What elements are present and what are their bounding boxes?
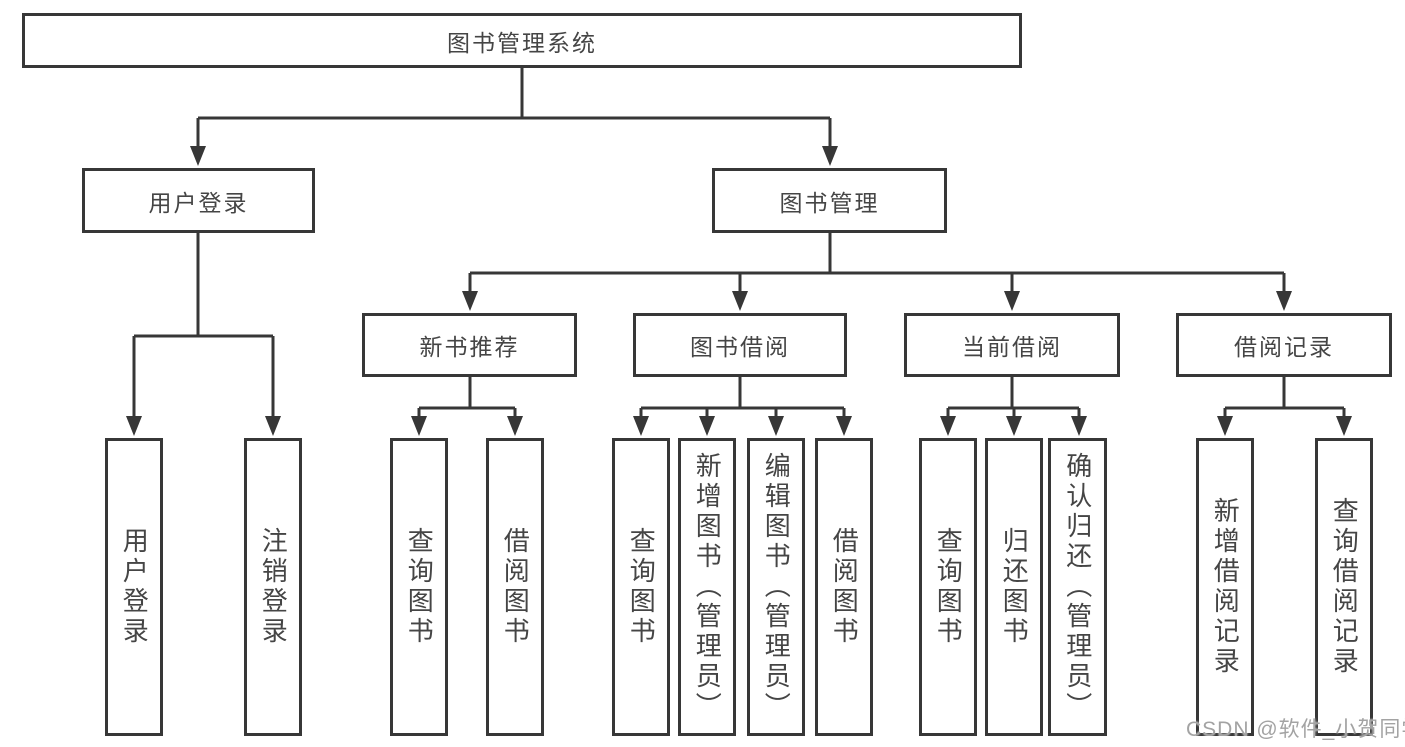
node-book-borrow: 图书借阅	[633, 313, 847, 377]
leaf-query-borrow-record: 查询借阅记录	[1315, 438, 1373, 736]
leaf-borrow-books-2: 借阅图书	[815, 438, 873, 736]
leaf-borrow-books-1: 借阅图书	[486, 438, 544, 736]
node-book-management: 图书管理	[712, 168, 947, 233]
leaf-borrow-books-1-label: 借阅图书	[500, 527, 531, 647]
node-new-book-recommend: 新书推荐	[362, 313, 577, 377]
leaf-confirm-return-admin: 确认归还（管理员）	[1048, 438, 1107, 736]
leaf-borrow-books-2-label: 借阅图书	[829, 527, 860, 647]
leaf-add-books-admin: 新增图书（管理员）	[678, 438, 736, 736]
node-root: 图书管理系统	[22, 13, 1022, 68]
leaf-query-books-3-label: 查询图书	[933, 527, 964, 647]
leaf-query-books-2: 查询图书	[612, 438, 670, 736]
node-current-borrow: 当前借阅	[904, 313, 1120, 377]
leaf-user-login-label: 用户登录	[119, 527, 150, 647]
leaf-return-books-label: 归还图书	[999, 527, 1030, 647]
node-borrow-records: 借阅记录	[1176, 313, 1392, 377]
node-current-borrow-label: 当前借阅	[962, 334, 1062, 360]
node-book-management-label: 图书管理	[779, 189, 880, 216]
node-book-borrow-label: 图书借阅	[690, 334, 790, 360]
node-user-login: 用户登录	[82, 168, 315, 233]
node-new-book-recommend-label: 新书推荐	[419, 334, 520, 360]
leaf-query-books-1-label: 查询图书	[404, 527, 435, 647]
leaf-logout-label: 注销登录	[258, 527, 289, 647]
node-root-label: 图书管理系统	[447, 29, 597, 56]
leaf-edit-books-admin-label: 编辑图书（管理员）	[761, 452, 792, 722]
leaf-user-login: 用户登录	[105, 438, 163, 736]
leaf-query-books-3: 查询图书	[919, 438, 977, 736]
leaf-return-books: 归还图书	[985, 438, 1043, 736]
leaf-query-books-2-label: 查询图书	[626, 527, 657, 647]
leaf-add-books-admin-label: 新增图书（管理员）	[692, 452, 723, 722]
node-borrow-records-label: 借阅记录	[1234, 334, 1334, 360]
csdn-watermark: CSDN @软件_小贺同学	[1186, 718, 1405, 741]
leaf-edit-books-admin: 编辑图书（管理员）	[747, 438, 805, 736]
leaf-query-books-1: 查询图书	[390, 438, 448, 736]
leaf-logout: 注销登录	[244, 438, 302, 736]
node-user-login-label: 用户登录	[148, 189, 249, 216]
leaf-query-borrow-record-label: 查询借阅记录	[1329, 497, 1360, 677]
leaf-add-borrow-record-label: 新增借阅记录	[1210, 497, 1241, 677]
leaf-confirm-return-admin-label: 确认归还（管理员）	[1062, 452, 1093, 722]
leaf-add-borrow-record: 新增借阅记录	[1196, 438, 1254, 736]
